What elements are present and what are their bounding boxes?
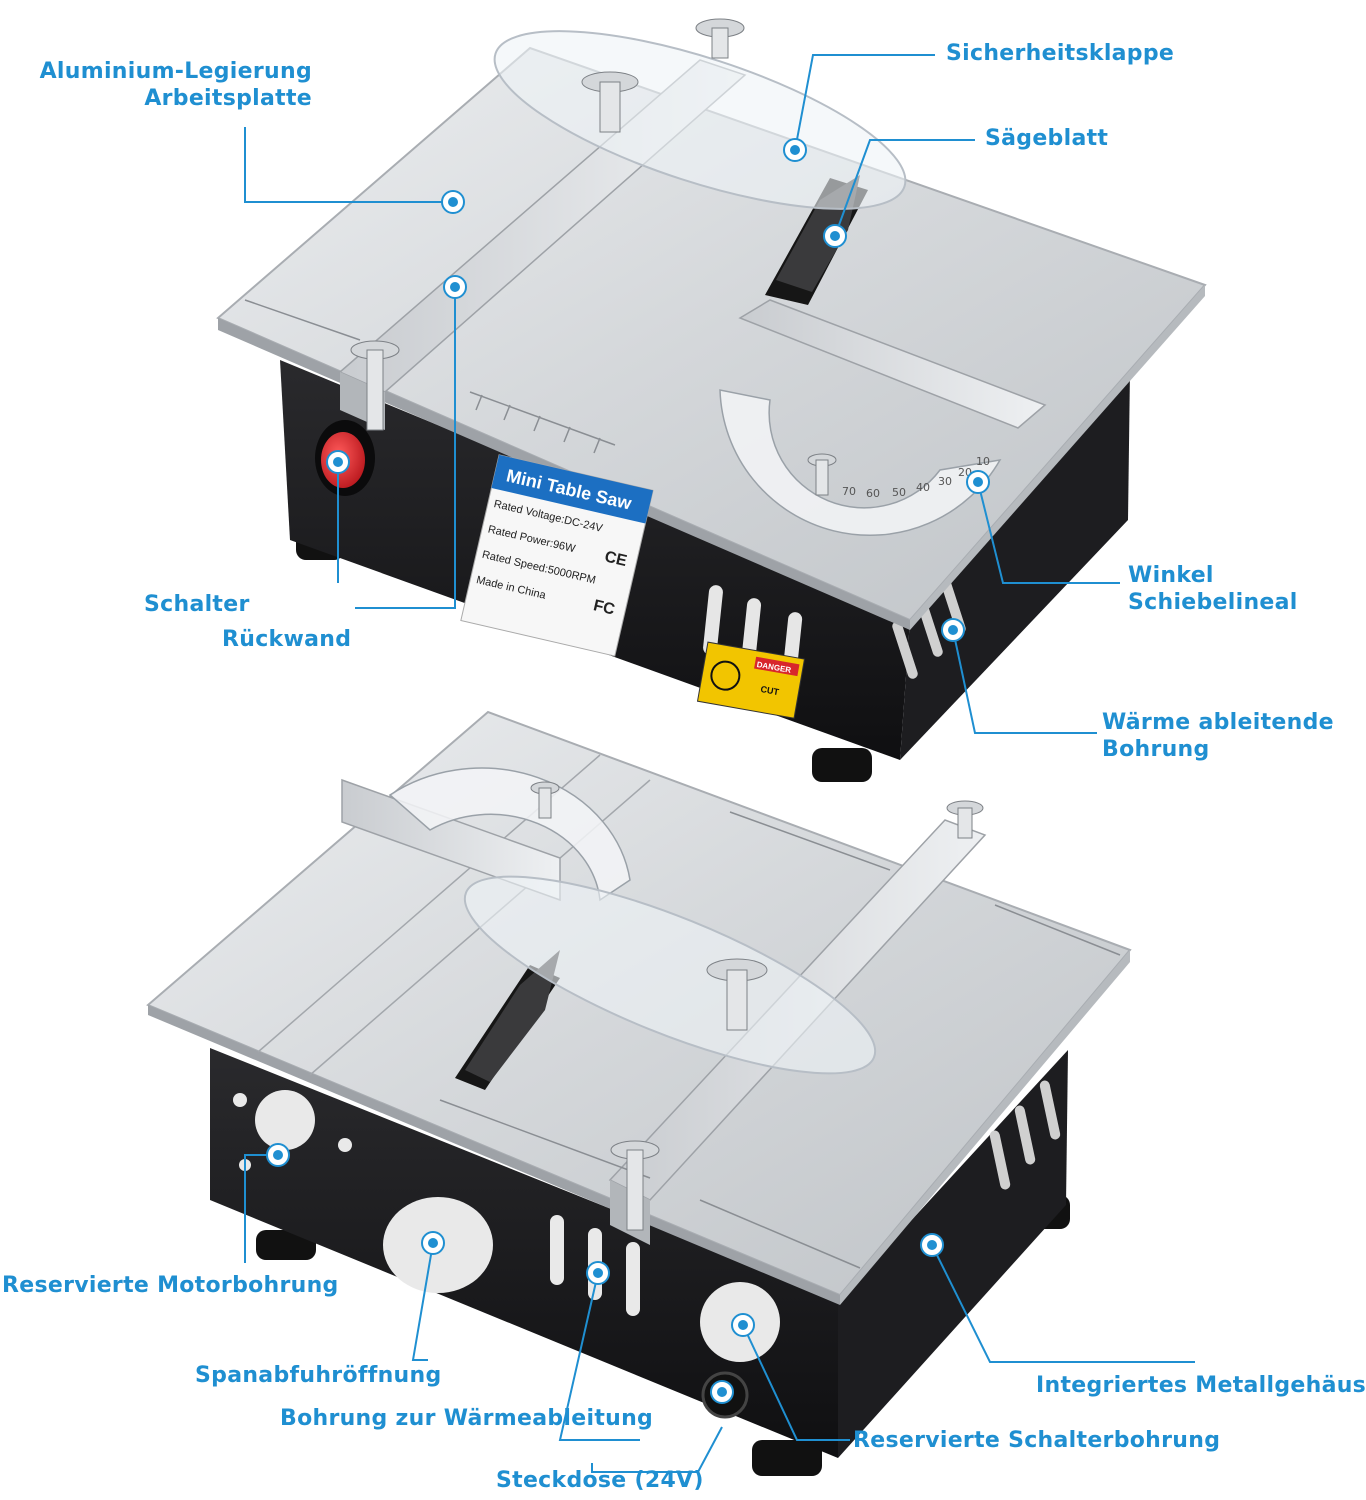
nameplate: Mini Table Saw Rated Voltage:DC-24V Rate…	[460, 454, 654, 657]
target-dot-icon-group	[266, 138, 990, 1404]
target-dot-icon	[421, 1231, 445, 1255]
leader-lines	[244, 54, 1195, 1473]
svg-text:40: 40	[916, 481, 930, 494]
svg-text:70: 70	[842, 485, 856, 498]
wing-nut-icon	[530, 781, 984, 1231]
target-dot-icon	[326, 450, 350, 474]
worktop-edge-right	[910, 285, 1205, 630]
foot	[256, 1230, 316, 1260]
target-dot-icon	[710, 1380, 734, 1404]
fcc-mark: FC	[592, 597, 617, 618]
worktop-edge	[148, 1005, 840, 1305]
target-dot-icon	[941, 618, 965, 642]
svg-text:10: 10	[976, 455, 990, 468]
foot	[752, 1440, 822, 1476]
top-saw: 70 60 50 40 30 20 10 Mini Table Saw Rate…	[216, 18, 1207, 782]
worktop-ruler	[244, 299, 616, 454]
label-heat-vent: Wärme ableitende Bohrung	[1102, 710, 1334, 762]
label-miter-gauge: Winkel Schiebelineal	[1128, 563, 1298, 615]
label-chip-outlet: Spanabfuhröffnung	[195, 1363, 442, 1388]
target-dot-icon	[266, 1143, 290, 1167]
target-dot-icon	[441, 190, 465, 214]
label-motor-hole: Reservierte Motorbohrung	[2, 1273, 339, 1298]
label-switch-hole: Reservierte Schalterbohrung	[853, 1428, 1221, 1453]
label-heat-hole: Bohrung zur Wärmeableitung	[280, 1406, 654, 1431]
saw-body-front	[210, 1048, 838, 1458]
target-dot-icon	[783, 138, 807, 162]
side-vents	[989, 1080, 1061, 1190]
protractor	[719, 389, 1002, 537]
saw-body-side	[838, 1050, 1068, 1458]
ce-mark: CE	[603, 548, 629, 570]
svg-text:50: 50	[892, 486, 906, 499]
saw-body-side	[900, 370, 1130, 760]
target-dot-icon	[823, 224, 847, 248]
worktop-ruler	[439, 811, 1121, 1269]
wing-nut-icon	[350, 18, 837, 496]
label-safety-guard: Sicherheitsklappe	[946, 41, 1175, 66]
target-dot-icon	[586, 1261, 610, 1285]
target-dot-icon	[731, 1313, 755, 1337]
foot	[812, 748, 872, 782]
saw-blade-icon	[465, 950, 560, 1082]
worktop-edge-right	[840, 950, 1130, 1305]
label-switch: Schalter	[144, 592, 250, 617]
svg-text:30: 30	[938, 475, 952, 488]
miter-fence	[738, 299, 1047, 429]
svg-text:CUT: CUT	[760, 684, 780, 697]
svg-text:60: 60	[866, 487, 880, 500]
motor-hole	[255, 1090, 315, 1150]
label-saw-blade: Sägeblatt	[985, 126, 1109, 151]
label-back-wall: Rückwand	[222, 627, 352, 652]
label-worktop: Aluminium-Legierung Arbeitsplatte	[39, 59, 312, 111]
safety-guard	[463, 875, 877, 1075]
protractor	[388, 767, 631, 902]
bottom-saw	[146, 710, 1132, 1476]
target-dot-icon	[443, 275, 467, 299]
danger-sticker: DANGER CUT	[696, 641, 806, 719]
target-dot-icon	[920, 1233, 944, 1257]
label-socket: Steckdose (24V)	[496, 1468, 704, 1493]
target-dot-icon	[966, 470, 990, 494]
label-housing: Integriertes Metallgehäuse	[1036, 1373, 1366, 1398]
